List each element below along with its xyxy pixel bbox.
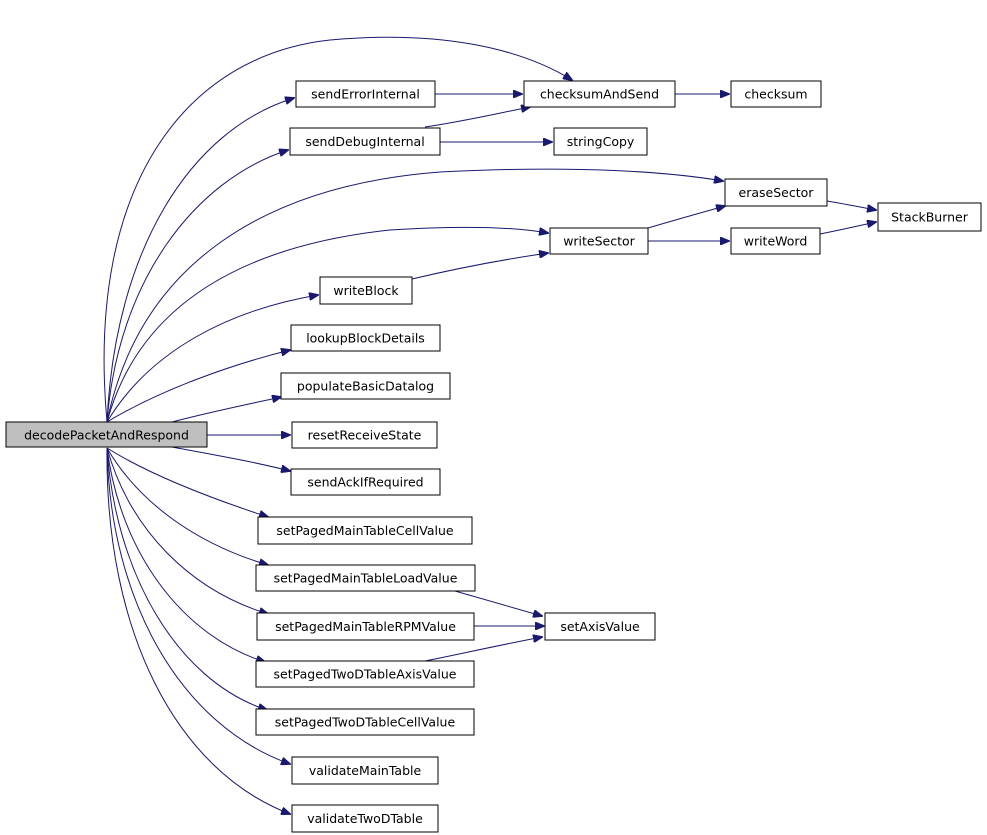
node-writeWord[interactable]: writeWord: [730, 227, 821, 255]
node-label: setPagedTwoDTableAxisValue: [274, 667, 457, 682]
node-writeBlock[interactable]: writeBlock: [319, 276, 413, 305]
node-label: setPagedMainTableLoadValue: [274, 571, 458, 586]
node-setPagedMainTableRPMValue[interactable]: setPagedMainTableRPMValue: [256, 612, 475, 641]
node-label: sendAckIfRequired: [307, 475, 423, 490]
node-sendErrorInternal[interactable]: sendErrorInternal: [295, 80, 436, 108]
node-setAxisValue[interactable]: setAxisValue: [544, 612, 656, 641]
node-label: setPagedTwoDTableCellValue: [275, 715, 456, 730]
edge-decodePacketAndRespond-writeSector: [106, 226, 548, 423]
edge-decodePacketAndRespond-eraseSector: [106, 168, 723, 423]
node-writeSector[interactable]: writeSector: [549, 227, 649, 255]
node-setPagedTwoDTableAxisValue[interactable]: setPagedTwoDTableAxisValue: [255, 660, 475, 688]
node-label: populateBasicDatalog: [297, 379, 434, 394]
node-label: validateTwoDTable: [307, 811, 423, 826]
node-label: decodePacketAndRespond: [24, 428, 189, 443]
edge-decodePacketAndRespond-setPagedMainTableRPMValue: [106, 447, 268, 614]
node-validateTwoDTable[interactable]: validateTwoDTable: [291, 804, 439, 833]
node-sendAckIfRequired[interactable]: sendAckIfRequired: [290, 468, 441, 496]
node-label: checksumAndSend: [540, 87, 659, 102]
edge-sendDebugInternal-checksumAndSend: [424, 107, 530, 128]
edge-decodePacketAndRespond-checksumAndSend: [103, 36, 572, 423]
node-resetReceiveState[interactable]: resetReceiveState: [291, 421, 438, 449]
node-label: resetReceiveState: [308, 428, 422, 443]
node-label: checksum: [744, 87, 807, 102]
node-lookupBlockDetails[interactable]: lookupBlockDetails: [290, 324, 441, 352]
edge-decodePacketAndRespond-setPagedMainTableCellValue: [106, 447, 268, 517]
edge-decodePacketAndRespond-lookupBlockDetails: [106, 350, 290, 423]
edge-writeWord-StackBurner: [819, 222, 876, 235]
node-StackBurner[interactable]: StackBurner: [877, 202, 982, 232]
node-label: setPagedMainTableRPMValue: [275, 619, 456, 634]
edge-decodePacketAndRespond-validateMainTable: [106, 447, 290, 764]
node-label: StackBurner: [891, 210, 969, 225]
node-label: writeSector: [563, 234, 635, 249]
node-label: setAxisValue: [560, 619, 640, 634]
edge-decodePacketAndRespond-sendAckIfRequired: [171, 446, 290, 471]
node-sendDebugInternal[interactable]: sendDebugInternal: [289, 127, 441, 156]
node-label: sendDebugInternal: [305, 134, 424, 149]
node-setPagedMainTableCellValue[interactable]: setPagedMainTableCellValue: [257, 516, 473, 545]
node-label: eraseSector: [739, 185, 815, 200]
node-label: lookupBlockDetails: [306, 331, 425, 346]
edge-setPagedTwoDTableAxisValue-setAxisValue: [424, 637, 542, 662]
node-label: validateMainTable: [309, 763, 422, 778]
node-checksum[interactable]: checksum: [730, 80, 822, 108]
edge-decodePacketAndRespond-setPagedTwoDTableAxisValue: [106, 447, 265, 662]
node-setPagedTwoDTableCellValue[interactable]: setPagedTwoDTableCellValue: [255, 708, 475, 736]
edge-setPagedMainTableLoadValue-setAxisValue: [454, 590, 542, 616]
node-label: sendErrorInternal: [311, 87, 420, 102]
call-edges: [103, 36, 876, 814]
node-checksumAndSend[interactable]: checksumAndSend: [523, 80, 676, 108]
node-label: writeBlock: [333, 283, 399, 298]
node-label: writeWord: [744, 234, 808, 249]
node-label: stringCopy: [567, 134, 635, 149]
edge-eraseSector-StackBurner: [826, 200, 876, 210]
edge-decodePacketAndRespond-sendErrorInternal: [106, 98, 294, 423]
edge-decodePacketAndRespond-sendDebugInternal: [106, 150, 288, 423]
edge-decodePacketAndRespond-populateBasicDatalog: [171, 397, 281, 423]
node-stringCopy[interactable]: stringCopy: [553, 127, 648, 156]
edge-decodePacketAndRespond-validateTwoDTable: [106, 447, 290, 814]
node-validateMainTable[interactable]: validateMainTable: [291, 756, 439, 785]
node-populateBasicDatalog[interactable]: populateBasicDatalog: [280, 372, 451, 400]
node-decodePacketAndRespond[interactable]: decodePacketAndRespond: [5, 421, 208, 448]
node-setPagedMainTableLoadValue[interactable]: setPagedMainTableLoadValue: [255, 564, 476, 592]
node-label: setPagedMainTableCellValue: [276, 523, 453, 538]
edge-writeSector-eraseSector: [647, 206, 725, 229]
function-nodes: decodePacketAndRespond sendErrorInternal…: [5, 80, 982, 833]
edge-writeBlock-writeSector: [411, 253, 548, 280]
edge-decodePacketAndRespond-writeBlock: [106, 295, 318, 423]
edge-decodePacketAndRespond-setPagedMainTableLoadValue: [106, 447, 268, 565]
node-eraseSector[interactable]: eraseSector: [724, 178, 828, 207]
edge-decodePacketAndRespond-setPagedTwoDTableCellValue: [106, 447, 267, 710]
